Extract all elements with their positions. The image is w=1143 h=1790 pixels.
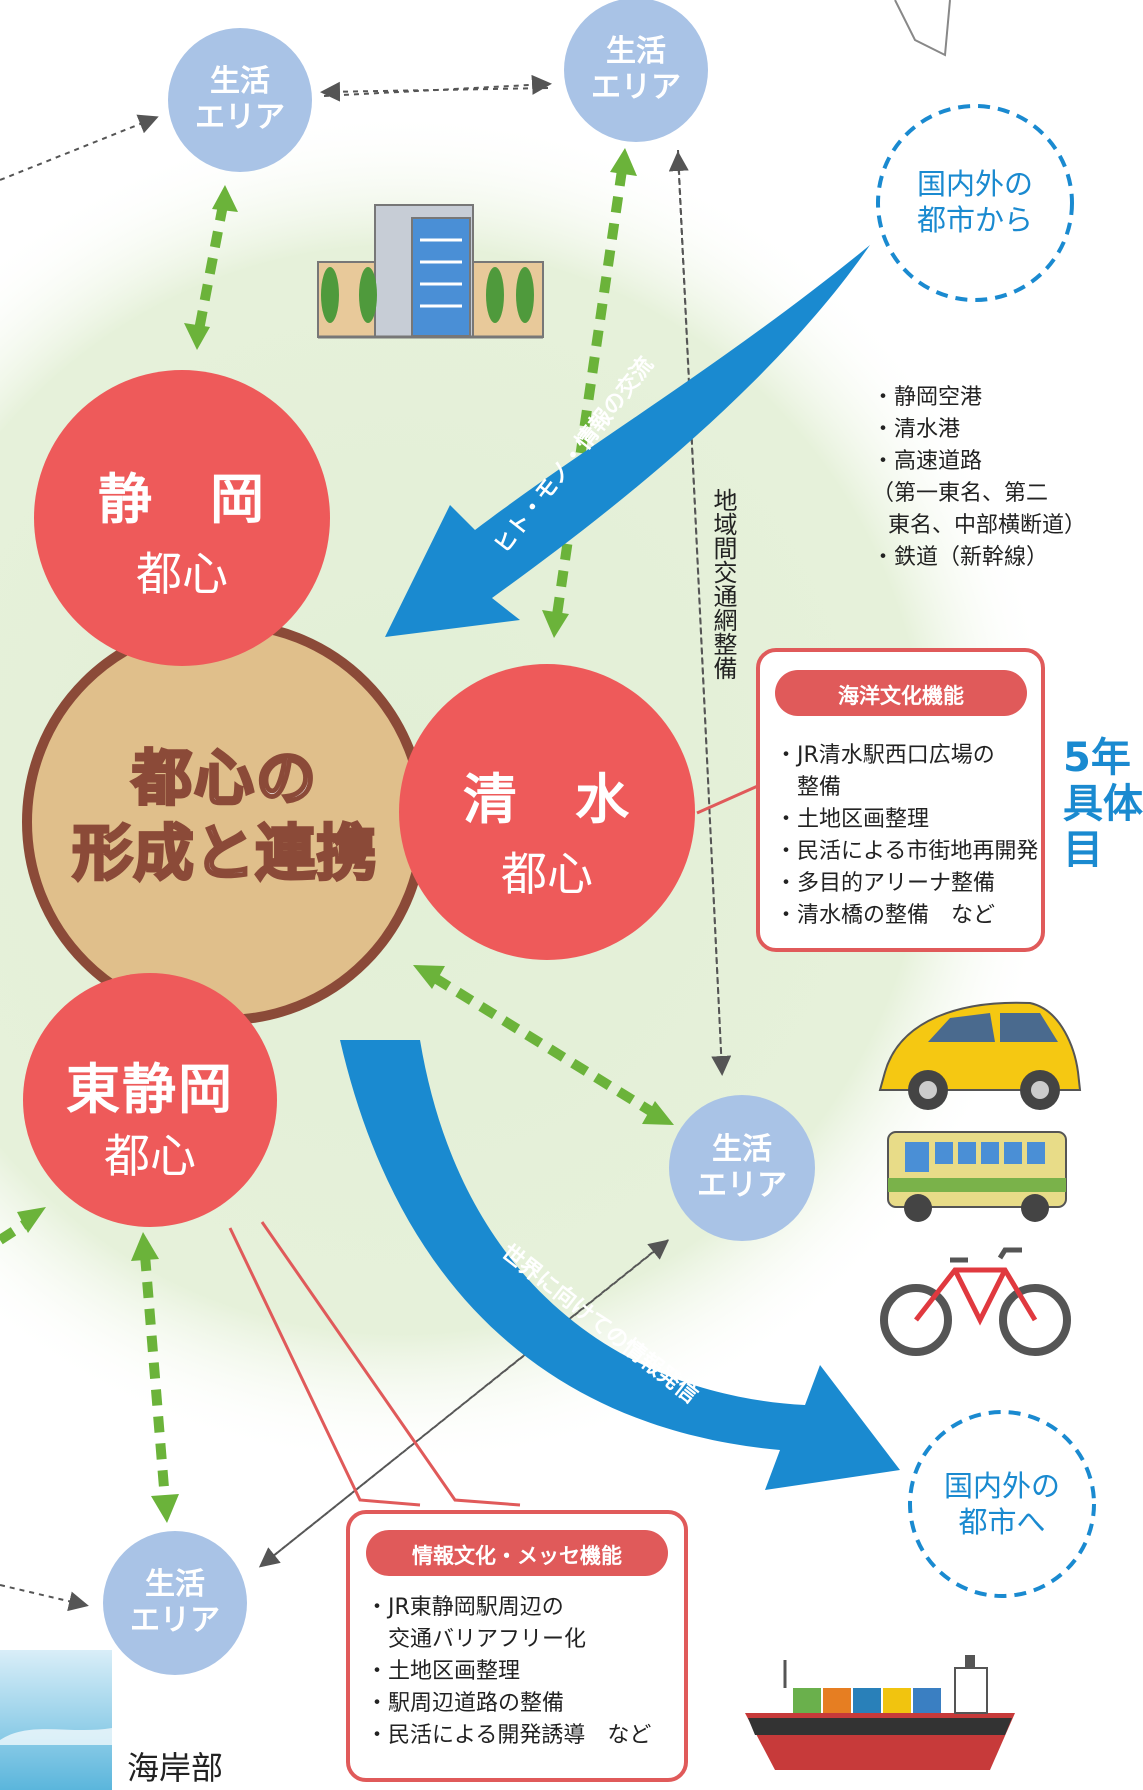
info-callout-line-2 <box>260 1221 521 1507</box>
life-area-label-4: 生活エリア <box>130 1567 220 1638</box>
ship-illustration <box>745 1655 1015 1770</box>
info-box-title-bg <box>366 1530 668 1576</box>
info-callout-line <box>228 1227 421 1507</box>
shizuoka-circle <box>34 370 330 666</box>
regional-network-label: 地域間交通網整備 <box>709 488 737 680</box>
life-area-circle-4 <box>103 1531 247 1675</box>
from-abroad-circle <box>876 104 1074 302</box>
life-area-circle-2 <box>564 0 708 142</box>
higashi-circle <box>23 973 277 1227</box>
green-connectors <box>0 148 674 1523</box>
marine-box-title: 海洋文化機能 <box>838 684 964 708</box>
higashi-sub: 都心 <box>104 1129 196 1183</box>
life-area-label-1: 生活エリア <box>195 64 285 135</box>
coast-wave <box>0 1728 112 1745</box>
bus-illustration <box>887 1131 1067 1222</box>
to-abroad-label: 国内外の都市へ <box>943 1469 1060 1539</box>
bicycle-illustration <box>880 1247 1071 1356</box>
edge-text: 5年 具体 目 <box>1063 735 1143 873</box>
top-right-sketch <box>894 0 951 57</box>
inflow-arrow <box>385 245 870 637</box>
higashi-name: 東静岡 <box>66 1058 234 1121</box>
life-area-circle-1 <box>168 28 312 172</box>
life-area-circle-3 <box>669 1095 815 1241</box>
diagram-canvas: ヒト・モノ・情報の交流 世界に向けての情報発信 <box>0 0 1096 1790</box>
center-title-line1: 都心の <box>131 743 318 816</box>
marine-box-list: ・JR清水駅西口広場の 整備 ・土地区画整理 ・民活による市街地再開発 ・多目的… <box>775 743 1039 928</box>
info-box <box>346 1510 688 1782</box>
shimizu-sub: 都心 <box>501 847 593 901</box>
life-area-label-2: 生活エリア <box>591 34 681 105</box>
car-illustration <box>878 1001 1082 1110</box>
to-abroad-circle <box>908 1410 1096 1598</box>
info-box-title: 情報文化・メッセ機能 <box>412 1544 622 1568</box>
life-area-label-3: 生活エリア <box>697 1132 787 1203</box>
shimizu-circle <box>399 664 695 960</box>
marine-box <box>756 648 1045 952</box>
dotted-connectors <box>0 74 732 1612</box>
from-abroad-label: 国内外の都市から <box>916 167 1033 237</box>
outflow-arrow <box>340 1040 900 1490</box>
shizuoka-sub: 都心 <box>136 547 228 601</box>
shimizu-name: 清 水 <box>463 768 631 831</box>
infrastructure-list: ・静岡空港 ・清水港 ・高速道路 （第一東名、第二 東名、中部横断道） ・鉄道（… <box>872 385 1087 570</box>
office-building-illustration <box>317 204 544 339</box>
coast-label: 海岸部 <box>127 1749 224 1787</box>
info-box-list: ・JR東静岡駅周辺の 交通バリアフリー化 ・土地区画整理 ・駅周辺道路の整備 ・… <box>366 1595 652 1748</box>
shizuoka-name: 静 岡 <box>98 468 266 531</box>
center-title-line2: 形成と連携 <box>71 818 378 891</box>
marine-box-title-bg <box>775 670 1027 716</box>
coast-strip <box>0 1650 112 1790</box>
